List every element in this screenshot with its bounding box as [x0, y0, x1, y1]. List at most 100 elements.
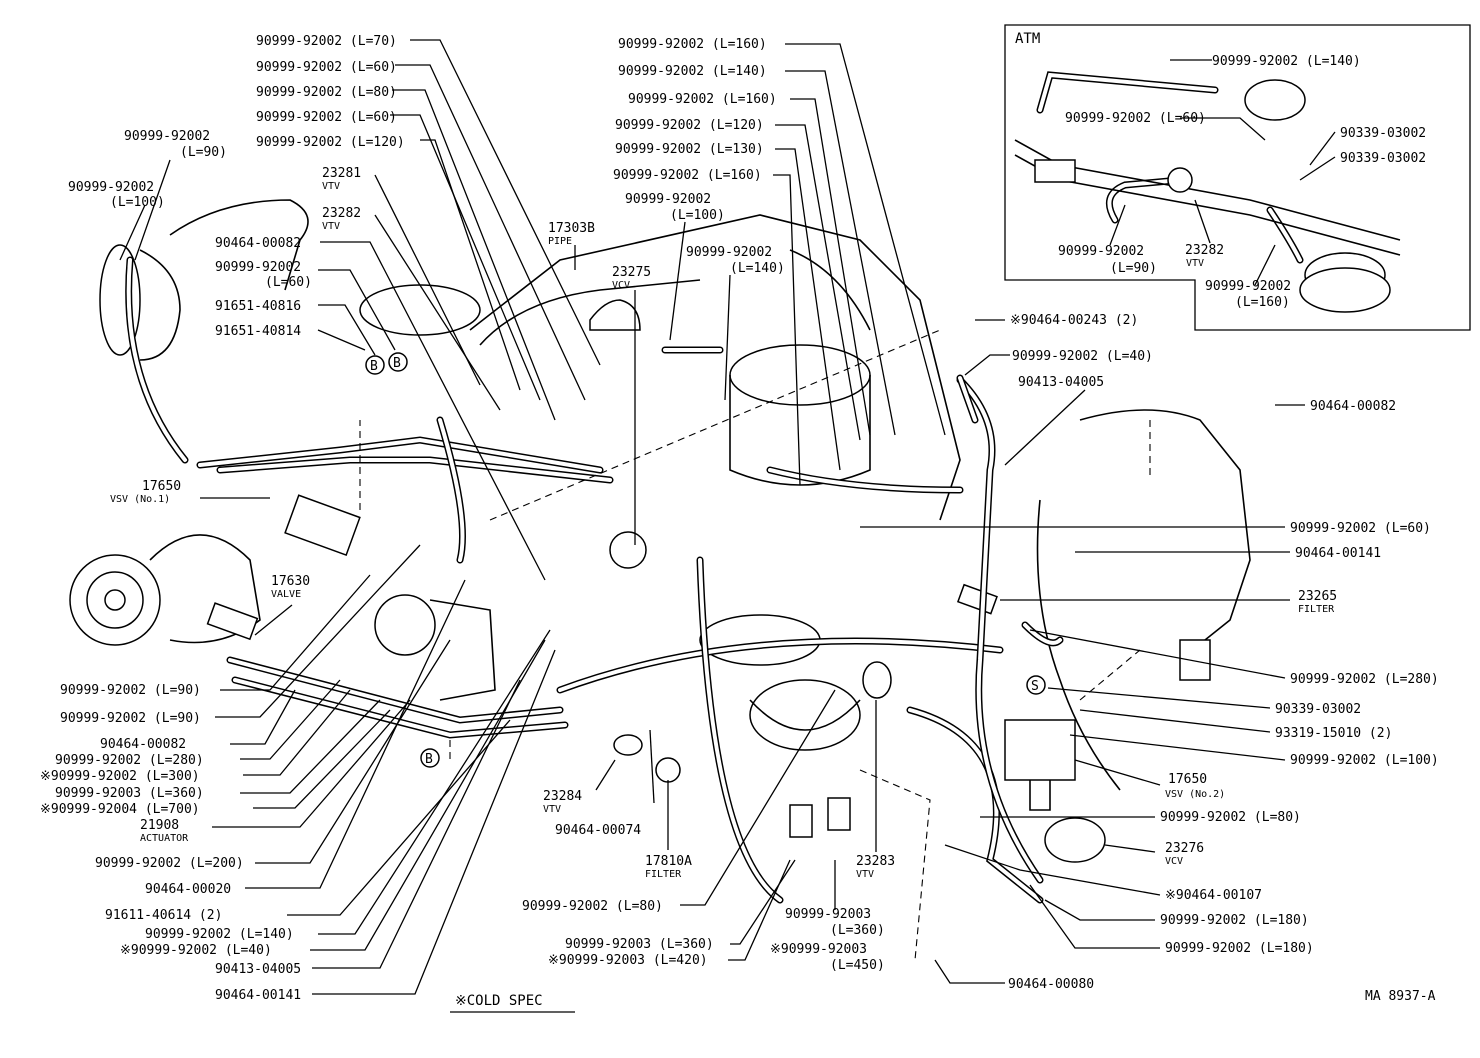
label-hose-92004-l700-cold: ※90999-92004 (L=700) [40, 802, 200, 817]
label-hose-l60-b: 90999-92002 (L=60) [256, 110, 397, 125]
label-vsv-17650-no1: 17650 [142, 479, 181, 494]
label-hose-l140-a: 90999-92002 (L=140) [618, 64, 767, 79]
label-hose-l180-a: 90999-92002 (L=180) [1160, 913, 1309, 928]
inset-label-plug-2: 90339-03002 [1340, 151, 1426, 166]
label-vtv-23282: 23282 [322, 206, 361, 221]
label-hose-l100-mid-len: (L=100) [670, 208, 725, 223]
label-vtv-23283: 23283 [856, 854, 895, 869]
label-hose-l140-b: 90999-92002 [686, 245, 772, 260]
label-clamp-91651-40816: 91651-40816 [215, 299, 301, 314]
label-hose-92003-l360-c-len: (L=360) [830, 923, 885, 938]
label-screw-93319-15010: 93319-15010 (2) [1275, 726, 1392, 741]
inset-label-hose-90: 90999-92002 [1058, 244, 1144, 259]
label-hose-l160-b: 90999-92002 (L=160) [628, 92, 777, 107]
label-actuator-21908: 21908 [140, 818, 179, 833]
figure-id: MA 8937-A [1365, 989, 1436, 1004]
label-vcv-23275-name: VCV [612, 280, 630, 291]
label-hose-92003-l360-c: 90999-92003 [785, 907, 871, 922]
label-valve-17630: 17630 [271, 574, 310, 589]
atm-inset: ATM 90999-92002 (L=140) 90999-92002 (L=6… [1004, 24, 1471, 331]
label-vcv-23275: 23275 [612, 265, 651, 280]
label-actuator-name: ACTUATOR [140, 833, 189, 844]
marker-s-label: S [1031, 679, 1039, 694]
label-union-90413-04005-a: 90413-04005 [1018, 375, 1104, 390]
label-vsv-17650-no2: 17650 [1168, 772, 1207, 787]
label-hose-l80: 90999-92002 (L=80) [256, 85, 397, 100]
label-clamp-91651-40814: 91651-40814 [215, 324, 301, 339]
inset-label-vtv-number: 23282 [1185, 243, 1224, 258]
inset-title: ATM [1015, 31, 1040, 47]
inset-label-hose-60: 90999-92002 (L=60) [1065, 111, 1206, 126]
marker-b-2-label: B [393, 356, 401, 371]
part-labels: 90999-92002 (L=70) 90999-92002 (L=60) 90… [40, 34, 1439, 1009]
label-clip-90464-00080: 90464-00080 [1008, 977, 1094, 992]
markers: B B B S [365, 352, 1046, 768]
cold-spec-note: ※COLD SPEC [455, 993, 543, 1009]
label-hose-92003-l450-cold: ※90999-92003 [770, 942, 867, 957]
label-hose-l90-b: 90999-92002 (L=90) [60, 711, 201, 726]
label-hose-l140-c: 90999-92002 (L=140) [145, 927, 294, 942]
label-vtv-23283-name: VTV [856, 869, 874, 880]
label-hose-l140-b-len: (L=140) [730, 261, 785, 276]
label-hose-l60-d: 90999-92002 (L=60) [1290, 521, 1431, 536]
label-hose-l120: 90999-92002 (L=120) [256, 135, 405, 150]
label-hose-l70: 90999-92002 (L=70) [256, 34, 397, 49]
label-hose-l200: 90999-92002 (L=200) [95, 856, 244, 871]
label-plug-90339-03002: 90339-03002 [1275, 702, 1361, 717]
label-hose-l130: 90999-92002 (L=130) [615, 142, 764, 157]
label-pipe-name: PIPE [548, 236, 572, 247]
label-hose-l100-top-len: (L=100) [110, 195, 165, 210]
label-hose-92003-l360-b: 90999-92003 (L=360) [565, 937, 714, 952]
inset-label-hose-90-len: (L=90) [1110, 261, 1157, 276]
label-hose-l160-a: 90999-92002 (L=160) [618, 37, 767, 52]
label-vcv-23276: 23276 [1165, 841, 1204, 856]
label-clip-90464-00243: ※90464-00243 (2) [1010, 313, 1138, 328]
inset-label-hose-140: 90999-92002 (L=140) [1212, 54, 1361, 69]
label-clip-90464-00020: 90464-00020 [145, 882, 231, 897]
marker-b-2 [388, 352, 408, 372]
inset-label-hose-160-len: (L=160) [1235, 295, 1290, 310]
marker-s [1026, 675, 1046, 695]
label-hose-l280-b: 90999-92002 (L=280) [55, 753, 204, 768]
label-filter-23265-name: FILTER [1298, 604, 1335, 615]
inset-label-vtv-name: VTV [1186, 258, 1204, 269]
hoses [125, 256, 1064, 904]
label-filter-17810a-name: FILTER [645, 869, 682, 880]
label-hose-l90-top-len: (L=90) [180, 145, 227, 160]
label-hose-l100-top: 90999-92002 [68, 180, 154, 195]
label-hose-l80-a: 90999-92002 (L=80) [1160, 810, 1301, 825]
label-vtv-23284-name: VTV [543, 804, 561, 815]
inset-label-hose-160: 90999-92002 [1205, 279, 1291, 294]
label-hose-92003-l360-a: 90999-92003 (L=360) [55, 786, 204, 801]
label-hose-92003-l420-cold: ※90999-92003 (L=420) [548, 953, 708, 968]
label-hose-l90-a: 90999-92002 (L=90) [60, 683, 201, 698]
label-valve-17630-name: VALVE [271, 589, 301, 600]
label-clip-90464-00082-b: 90464-00082 [1310, 399, 1396, 414]
label-hose-l280-a: 90999-92002 (L=280) [1290, 672, 1439, 687]
label-vsv-17650-no1-name: VSV (No.1) [110, 494, 170, 505]
label-hose-l180-b: 90999-92002 (L=180) [1165, 941, 1314, 956]
label-hose-l60-a: 90999-92002 (L=60) [256, 60, 397, 75]
label-clip-90464-00141-a: 90464-00141 [1295, 546, 1381, 561]
label-hose-l120-b: 90999-92002 (L=120) [615, 118, 764, 133]
label-hose-l60-c: 90999-92002 [215, 260, 301, 275]
label-vtv-23282-name: VTV [322, 221, 340, 232]
label-clip-90464-00107: ※90464-00107 [1165, 888, 1262, 903]
label-vtv-23284: 23284 [543, 789, 582, 804]
inset-frame [1004, 24, 1471, 331]
leader-lines [119, 39, 1305, 1013]
label-clip-90464-00074: 90464-00074 [555, 823, 641, 838]
marker-b-3-label: B [425, 752, 433, 767]
marker-b-1 [365, 355, 385, 375]
label-hose-92003-l450-cold-len: (L=450) [830, 958, 885, 973]
label-filter-17810a: 17810A [645, 854, 692, 869]
label-hose-l90-top: 90999-92002 [124, 129, 210, 144]
label-hose-l300-cold: ※90999-92002 (L=300) [40, 769, 200, 784]
label-hose-l40: 90999-92002 (L=40) [1012, 349, 1153, 364]
label-union-90413-04005-b: 90413-04005 [215, 962, 301, 977]
label-filter-23265: 23265 [1298, 589, 1337, 604]
label-vsv-17650-no2-name: VSV (No.2) [1165, 789, 1225, 800]
marker-b-3 [420, 748, 440, 768]
label-clip-90464-00082-c: 90464-00082 [100, 737, 186, 752]
